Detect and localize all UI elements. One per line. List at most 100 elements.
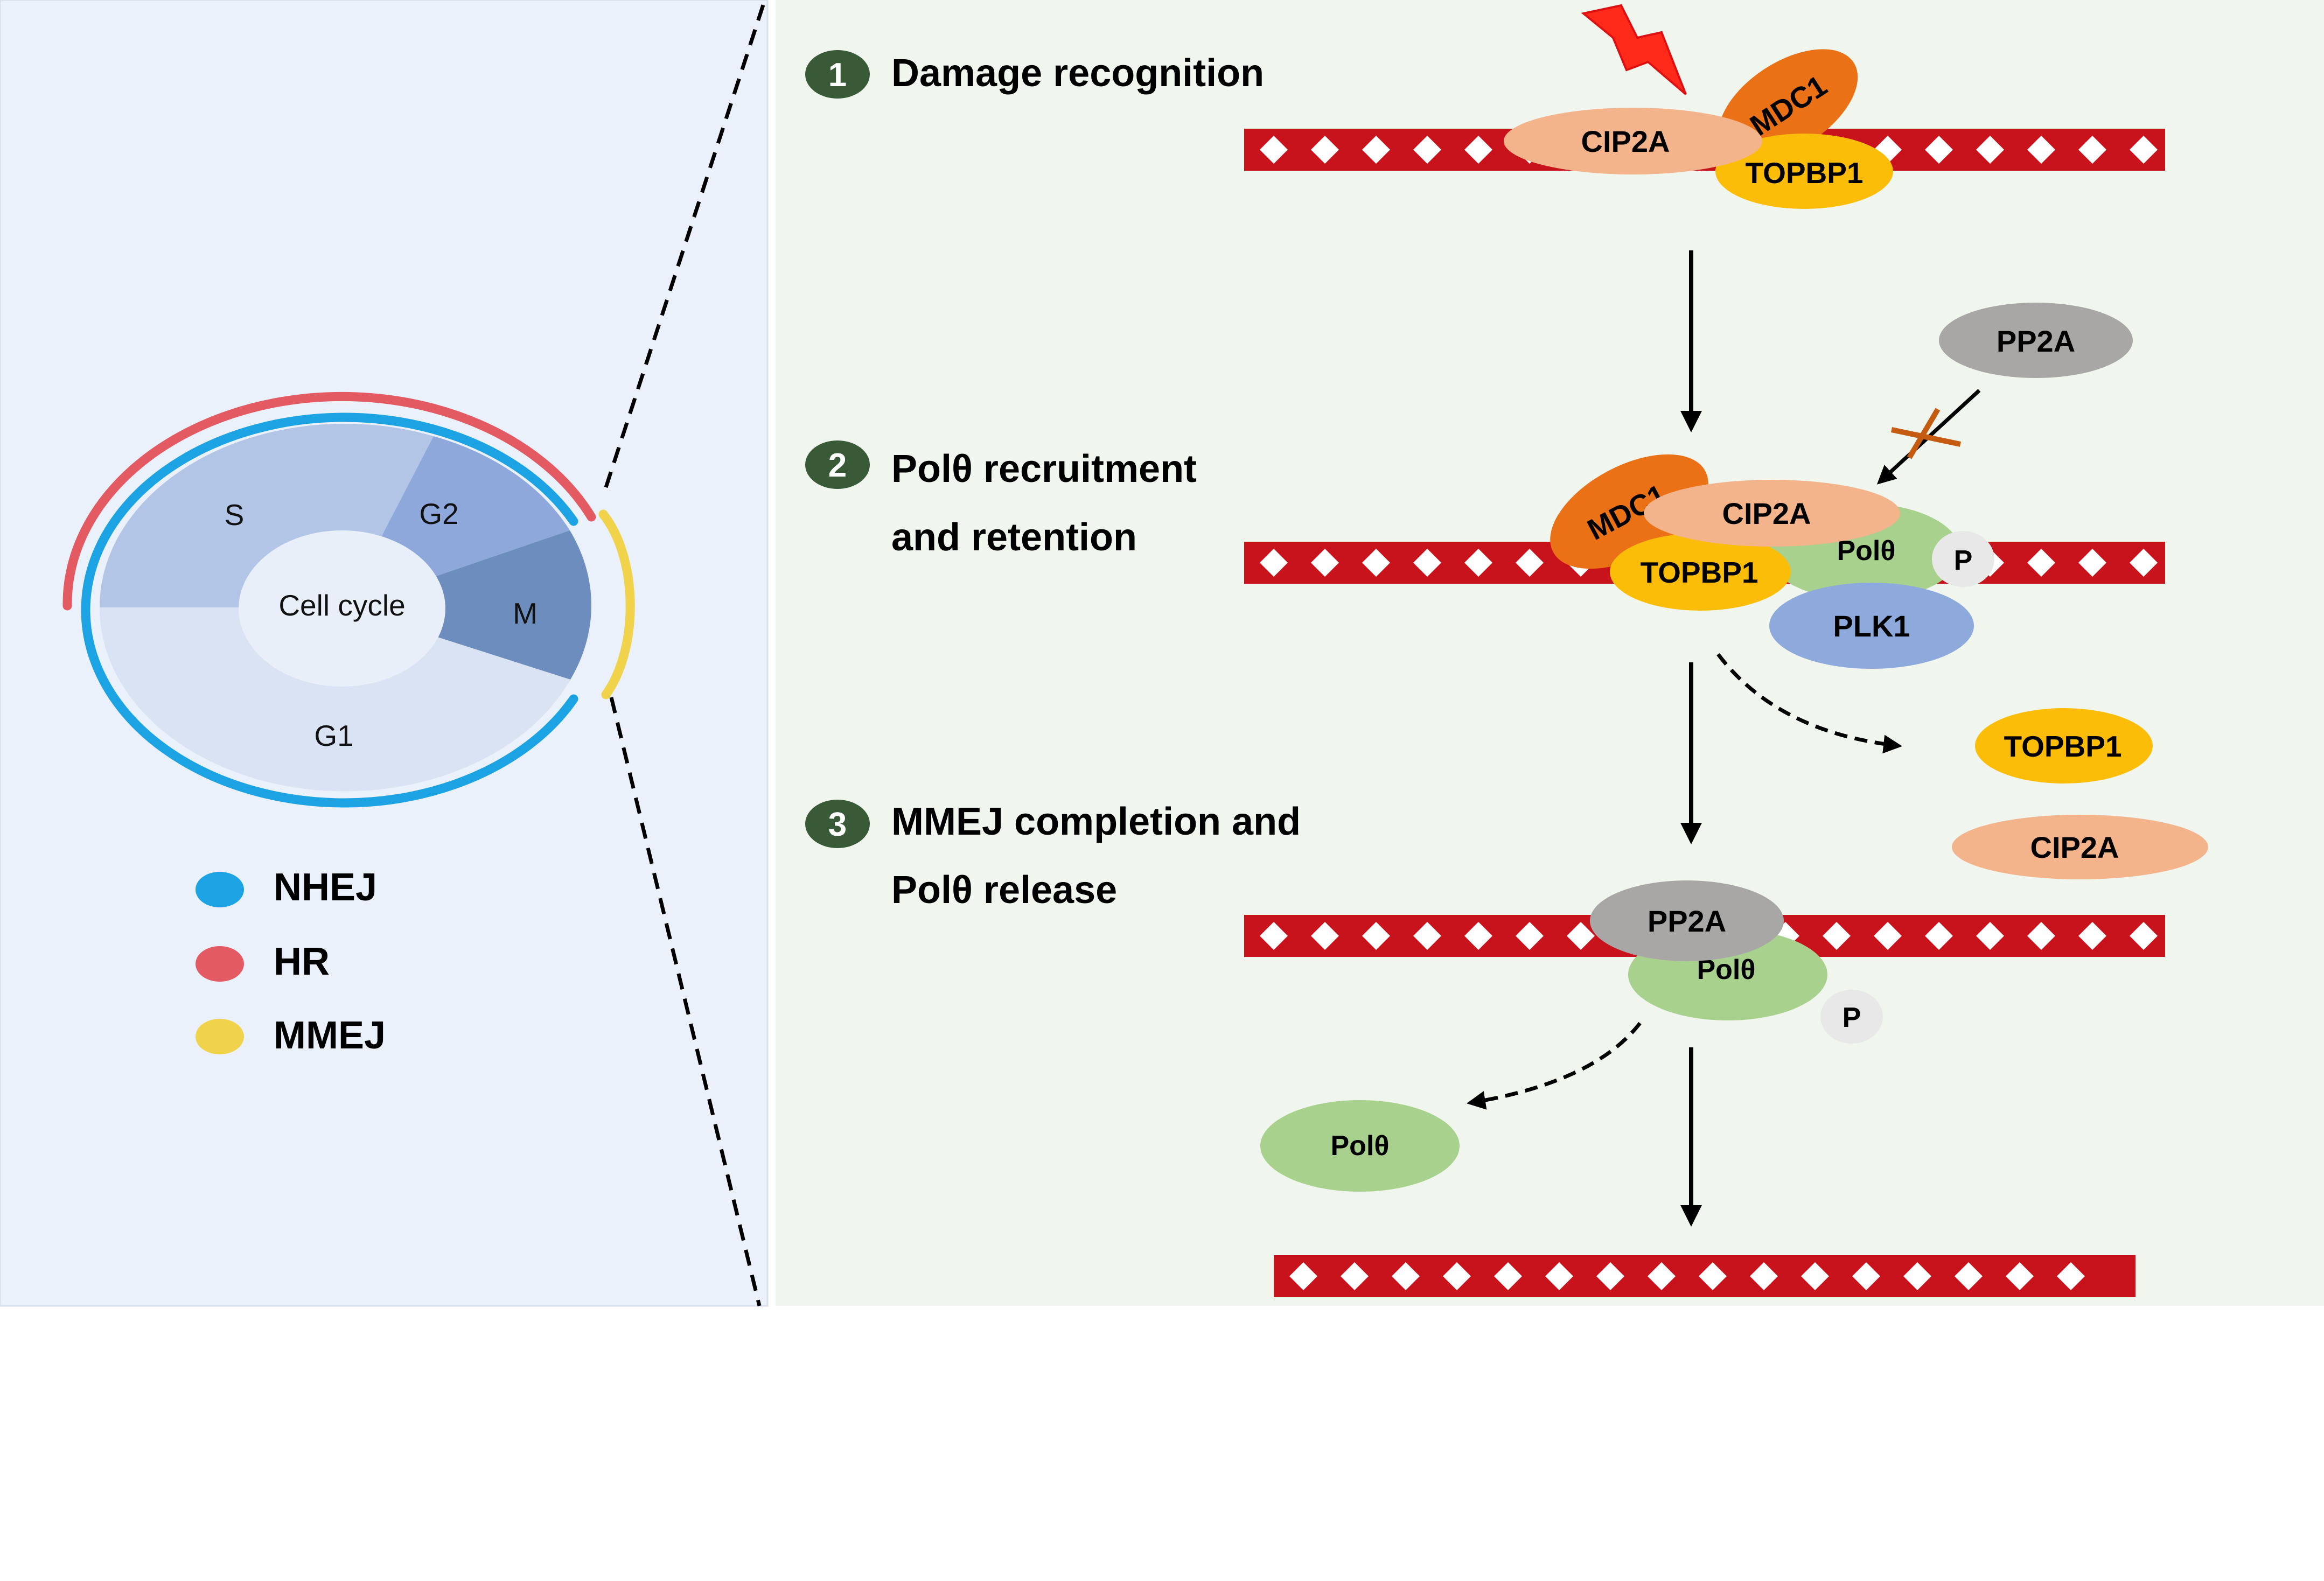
- phase-g1-label: G1: [314, 719, 353, 752]
- dna-base-gap: [1362, 922, 1390, 950]
- released-topbp1: [1975, 708, 2153, 783]
- step2-cip2a-label: CIP2A: [1722, 496, 1811, 530]
- phase-m-sector: [345, 530, 591, 680]
- step-1-number: 1: [828, 57, 847, 94]
- hr-arc: [62, 391, 596, 611]
- step-2-badge: [805, 440, 870, 489]
- step2-topbp1: [1610, 533, 1791, 611]
- step2-pol-label: Polθ: [1837, 535, 1895, 566]
- step-2: 2 Polθ recruitment and retention Polθ PL…: [805, 440, 1994, 669]
- zoom-line-bottom: [609, 697, 762, 1306]
- dna-base-gap: [2078, 922, 2106, 950]
- pp2a-free-label: PP2A: [1997, 324, 2075, 358]
- dna-base-gap: [1925, 922, 1953, 950]
- dna-base-gap: [2006, 1262, 2034, 1290]
- released-pol-label: Polθ: [1330, 1130, 1389, 1162]
- step-3-title-line2: Polθ release: [891, 869, 1117, 912]
- dna-base-gap: [1392, 1262, 1420, 1290]
- step-1-badge: [805, 50, 870, 99]
- step-2-title-line1: Polθ recruitment: [891, 447, 1197, 491]
- legend-hr-swatch: [196, 946, 244, 982]
- lightning-bolt-icon: [1581, 4, 1687, 95]
- step-3-number: 3: [828, 806, 847, 843]
- step1-topbp1-label: TOPBP1: [1745, 156, 1863, 190]
- dna-base-gap: [1903, 1262, 1931, 1290]
- dna-base-gap: [2078, 136, 2106, 164]
- step2-cip2a: [1644, 480, 1900, 547]
- dna-base-gap: [1750, 1262, 1778, 1290]
- phase-g1-sector: [99, 607, 570, 792]
- dna-base-gap: [1596, 1262, 1624, 1290]
- released-topbp1-label: TOPBP1: [2004, 730, 2121, 763]
- step2-topbp1-label: TOPBP1: [1640, 556, 1758, 589]
- dna-base-gap: [1801, 1262, 1829, 1290]
- dna-base-gap: [1976, 922, 2004, 950]
- step-2-number: 2: [828, 447, 847, 484]
- cell-cycle-label: Cell cycle: [278, 589, 405, 622]
- released-pol: [1260, 1100, 1460, 1192]
- dna-base-gap: [1260, 549, 1288, 577]
- dna-base-gap: [1976, 136, 2004, 164]
- legend-nhej-swatch: [196, 872, 244, 907]
- step3-pp2a: [1590, 880, 1784, 961]
- dna-base-gap: [1311, 549, 1339, 577]
- dna-base-gap: [1874, 922, 1902, 950]
- step1-topbp1: [1715, 134, 1893, 209]
- step2-plk1-label: PLK1: [1833, 609, 1910, 643]
- cell-cycle-diagram: Cell cycle S G2 M G1: [62, 391, 635, 808]
- step-1-title: Damage recognition: [891, 52, 1264, 95]
- dna-base-gap: [1464, 922, 1492, 950]
- legend-nhej-label: NHEJ: [274, 866, 377, 909]
- phase-g2-label: G2: [419, 497, 458, 530]
- legend: NHEJ HR MMEJ: [196, 866, 386, 1057]
- release-arrow-topbp1-cip2a: [1716, 653, 1902, 754]
- dna-base-gap: [1567, 922, 1595, 950]
- dna-base-gap: [1699, 1262, 1727, 1290]
- dna-base-gap: [1260, 136, 1288, 164]
- dna-base-gap: [1341, 1262, 1369, 1290]
- dna-base-gap: [1362, 136, 1390, 164]
- dna-base-gap: [2130, 549, 2158, 577]
- dna-base-gap: [1464, 549, 1492, 577]
- dna-base-gap: [1494, 1262, 1522, 1290]
- dna-base-gap: [1823, 922, 1851, 950]
- release-arrow-pol: [1467, 1022, 1642, 1110]
- step1-cip2a: [1504, 108, 1762, 174]
- step1-cip2a-label: CIP2A: [1581, 124, 1670, 158]
- dna-base-gap: [1413, 922, 1441, 950]
- step-3-badge: [805, 800, 870, 848]
- dna-base-gap: [1413, 136, 1441, 164]
- dna-base-gap: [2027, 922, 2055, 950]
- step-1: 1 Damage recognition MDC1 TOPBP1 CIP2A: [805, 4, 1893, 209]
- mmej-arc: [598, 509, 635, 699]
- zoom-line-top: [604, 0, 767, 488]
- dna-base-gap: [2027, 549, 2055, 577]
- dna-base-gap: [1289, 1262, 1317, 1290]
- phase-s-label: S: [225, 498, 245, 531]
- dna-base-gap: [1648, 1262, 1676, 1290]
- dna-base-gap: [1516, 922, 1544, 950]
- legend-mmej-label: MMEJ: [274, 1014, 386, 1057]
- phase-m-label: M: [513, 597, 538, 630]
- step2-phospho-label: P: [1954, 545, 1973, 576]
- legend-mmej-swatch: [196, 1019, 244, 1054]
- dna-base-gap: [1311, 922, 1339, 950]
- right-panel: [776, 0, 2324, 1306]
- step2-phospho: [1932, 531, 1994, 587]
- step3-phospho-label: P: [1843, 1002, 1861, 1033]
- dna-base-gap: [1955, 1262, 1983, 1290]
- dna-base-gap: [2057, 1262, 2085, 1290]
- dna-base-gap: [1516, 549, 1544, 577]
- pp2a-free: [1939, 303, 2133, 378]
- nhej-arc-upper: [81, 412, 578, 808]
- dna-base-gap: [1362, 549, 1390, 577]
- step-2-title-line2: and retention: [891, 516, 1137, 559]
- step-3-title-line1: MMEJ completion and: [891, 800, 1301, 843]
- dna-base-gap: [1260, 922, 1288, 950]
- dna-base-gap: [1413, 549, 1441, 577]
- step2-plk1: [1769, 583, 1974, 669]
- inhibition-x-icon: [1890, 408, 1962, 459]
- dna-base-gap: [1311, 136, 1339, 164]
- dna-base-gap: [2130, 136, 2158, 164]
